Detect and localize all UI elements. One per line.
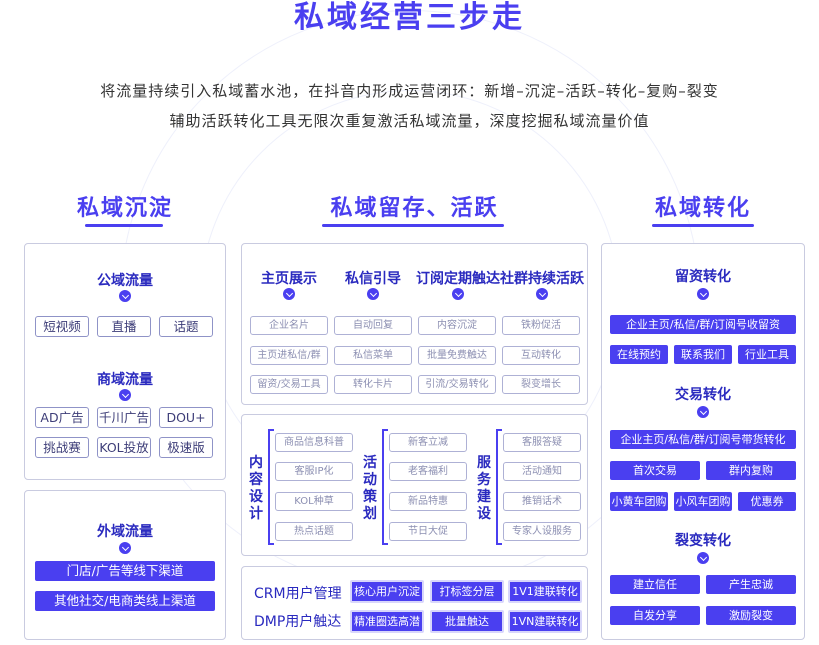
- column-title-convert: 私域转化: [654, 196, 751, 221]
- chevron-down-icon: [283, 288, 295, 300]
- trade-tag: 优惠券: [738, 492, 796, 511]
- subtitle-line-2: 辅助活跃转化工具无限次重复激活私域流量，深度挖掘私域流量价值: [169, 112, 650, 130]
- leads-tag: 联系我们: [674, 345, 732, 364]
- chevron-down-icon: [119, 389, 131, 401]
- crm-tag: 1V1建联转化: [508, 580, 582, 603]
- dmp-tag: 精准圈选高潜: [350, 610, 424, 633]
- column-title-settle: 私域沉淀: [76, 196, 173, 221]
- chevron-down-icon: [697, 288, 709, 300]
- trade-tag: 首次交易: [610, 461, 700, 480]
- fission-tag: 产生忠诚: [706, 575, 796, 594]
- header-dm-guide: 私信引导: [345, 271, 401, 287]
- column-underline: [652, 224, 754, 227]
- channel-online: 其他社交/电商类线上渠道: [35, 591, 215, 611]
- chevron-down-icon: [119, 290, 131, 302]
- tag-short-video: 短视频: [35, 316, 89, 337]
- header-subscription: 订阅定期触达: [416, 271, 500, 287]
- bracket: [382, 429, 388, 545]
- dmp-tag: 批量触达: [430, 610, 504, 633]
- tag-topic: 话题: [159, 316, 213, 337]
- tag-qianchuan: 千川广告: [97, 407, 151, 428]
- fission-tag: 激励裂变: [706, 606, 796, 625]
- grid-cell: 批量免费触达: [418, 346, 496, 365]
- bracket: [268, 429, 274, 545]
- subtitle-line-1: 将流量持续引入私域蓄水池，在抖音内形成运营闭环：新增–沉淀–活跃–转化–复购–裂…: [100, 82, 719, 100]
- fission-tag: 自发分享: [610, 606, 700, 625]
- channel-offline: 门店/广告等线下渠道: [35, 561, 215, 581]
- tag-kol: KOL投放: [97, 437, 151, 458]
- activity-item: 新品特惠: [389, 492, 467, 511]
- section-label-trade: 交易转化: [675, 387, 731, 403]
- section-label-commercial: 商域流量: [97, 372, 153, 388]
- trade-main-tag: 企业主页/私信/群/订阅号带货转化: [610, 430, 796, 449]
- label-content-design: 内容设计: [249, 455, 263, 522]
- trade-tag: 群内复购: [706, 461, 796, 480]
- header-homepage: 主页展示: [261, 271, 317, 287]
- content-item: 客服IP化: [275, 462, 353, 481]
- panel-external: 外域流量 门店/广告等线下渠道 其他社交/电商类线上渠道: [24, 490, 226, 640]
- grid-cell: 引流/交易转化: [418, 375, 496, 394]
- service-item: 客服答疑: [503, 433, 581, 452]
- column-title-retain: 私域留存、活跃: [330, 196, 499, 221]
- activity-item: 老客福利: [389, 462, 467, 481]
- grid-cell: 主页进私信/群: [250, 346, 328, 365]
- fission-tag: 建立信任: [610, 575, 700, 594]
- label-activity-plan: 活动策划: [363, 455, 377, 522]
- leads-tag: 在线预约: [610, 345, 668, 364]
- page-title: 私域经营三步走: [294, 0, 525, 35]
- grid-cell: 私信菜单: [334, 346, 412, 365]
- tag-dou-plus: DOU+: [159, 407, 213, 428]
- activity-item: 新客立减: [389, 433, 467, 452]
- dmp-tag: 1VN建联转化: [508, 610, 582, 633]
- leads-tag: 行业工具: [738, 345, 796, 364]
- section-label-external: 外域流量: [97, 524, 153, 540]
- trade-tag: 小风车团购: [674, 492, 732, 511]
- service-item: 活动通知: [503, 462, 581, 481]
- header-community: 社群持续活跃: [500, 271, 584, 287]
- chevron-down-icon: [536, 288, 548, 300]
- grid-cell: 铁粉促活: [502, 316, 580, 335]
- service-item: 专家人设服务: [503, 522, 581, 541]
- grid-cell: 内容沉淀: [418, 316, 496, 335]
- activity-item: 节日大促: [389, 522, 467, 541]
- grid-cell: 企业名片: [250, 316, 328, 335]
- panel-convert: 留资转化 企业主页/私信/群/订阅号收留资 在线预约 联系我们 行业工具 交易转…: [601, 243, 805, 640]
- service-item: 推销话术: [503, 492, 581, 511]
- crm-tag: 打标签分层: [430, 580, 504, 603]
- bracket: [496, 429, 502, 545]
- tag-lite: 极速版: [159, 437, 213, 458]
- grid-cell: 留资/交易工具: [250, 375, 328, 394]
- column-underline: [85, 224, 163, 227]
- panel-crm: CRM用户管理 DMP用户触达 核心用户沉淀 打标签分层 1V1建联转化 精准圈…: [241, 566, 588, 640]
- tag-live: 直播: [97, 316, 151, 337]
- panel-operations: 内容设计 商品信息科普 客服IP化 KOL种草 热点话题 活动策划 新客立减 老…: [241, 414, 588, 556]
- tag-ad: AD广告: [35, 407, 89, 428]
- column-underline: [322, 224, 504, 227]
- content-item: KOL种草: [275, 492, 353, 511]
- chevron-down-icon: [452, 288, 464, 300]
- chevron-down-icon: [119, 542, 131, 554]
- content-item: 热点话题: [275, 522, 353, 541]
- panel-retain-grid: 主页展示 私信引导 订阅定期触达 社群持续活跃 企业名片 自动回复 内容沉淀 铁…: [241, 243, 588, 405]
- panel-public-commercial: 公域流量 短视频 直播 话题 商域流量 AD广告 千川广告 DOU+ 挑战赛 K…: [24, 243, 226, 480]
- grid-cell: 自动回复: [334, 316, 412, 335]
- label-crm: CRM用户管理: [254, 586, 342, 602]
- grid-cell: 互动转化: [502, 346, 580, 365]
- section-label-leads: 留资转化: [675, 269, 731, 285]
- grid-cell: 裂变增长: [502, 375, 580, 394]
- section-label-public: 公域流量: [97, 273, 153, 289]
- content-item: 商品信息科普: [275, 433, 353, 452]
- label-dmp: DMP用户触达: [254, 614, 342, 630]
- leads-main-tag: 企业主页/私信/群/订阅号收留资: [610, 315, 796, 334]
- chevron-down-icon: [697, 406, 709, 418]
- chevron-down-icon: [697, 552, 709, 564]
- crm-tag: 核心用户沉淀: [350, 580, 424, 603]
- label-service-build: 服务建设: [477, 455, 491, 522]
- grid-cell: 转化卡片: [334, 375, 412, 394]
- trade-tag: 小黄车团购: [610, 492, 668, 511]
- chevron-down-icon: [367, 288, 379, 300]
- tag-challenge: 挑战赛: [35, 437, 89, 458]
- section-label-fission: 裂变转化: [675, 533, 731, 549]
